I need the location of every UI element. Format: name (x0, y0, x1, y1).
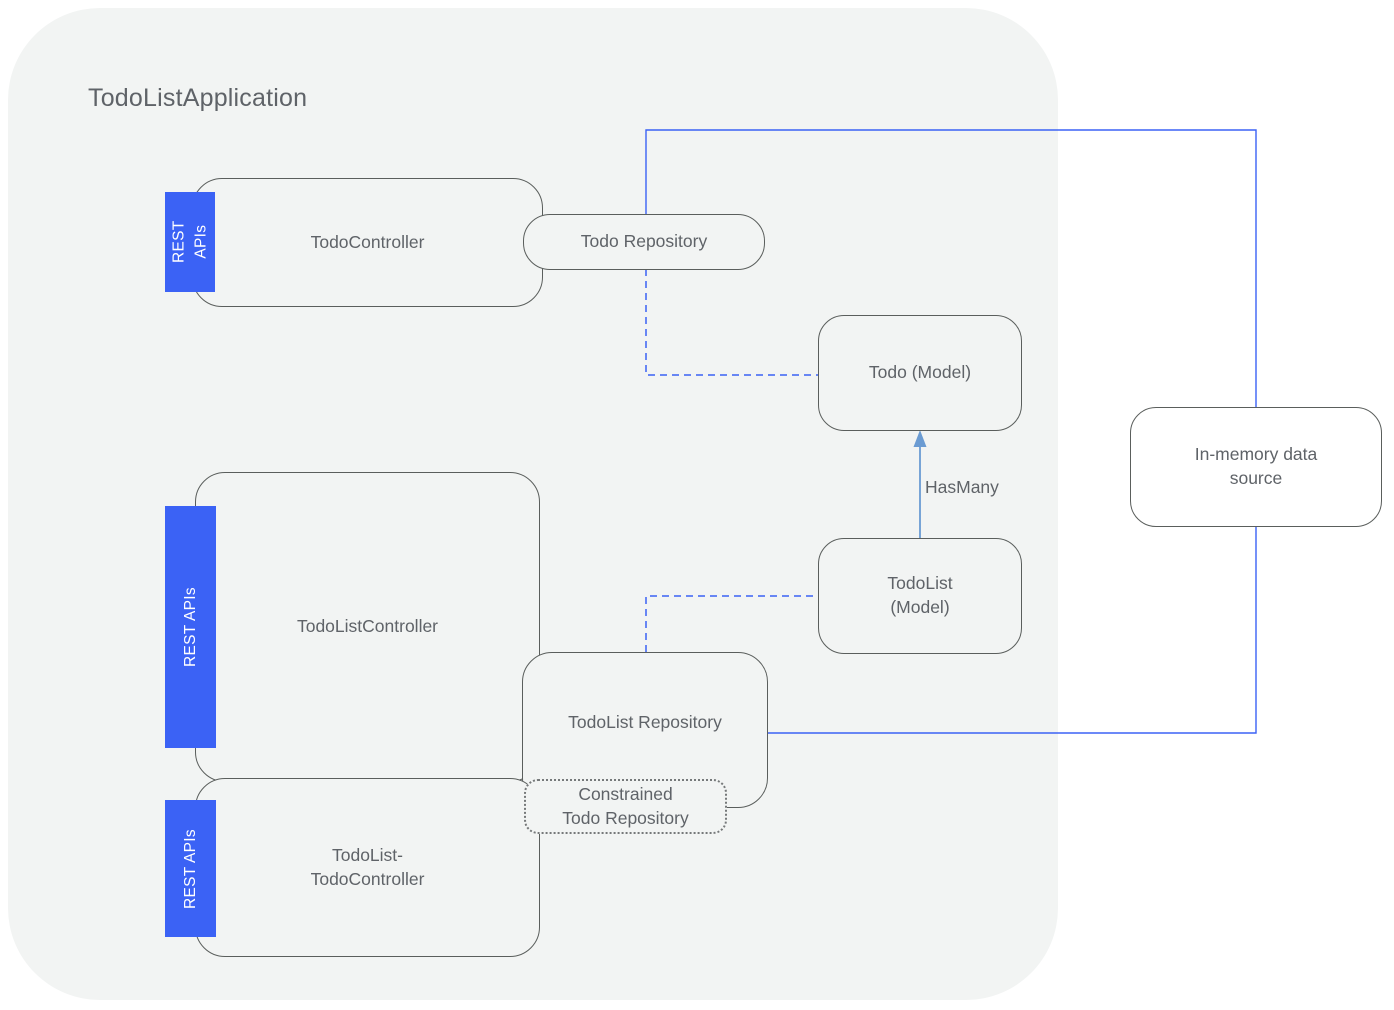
node-todolist-repository-label: TodoList Repository (568, 712, 722, 732)
rest-api-badge-todo-controller: REST APIs (165, 192, 215, 292)
rest-api-badge-todolist-todo-controller: REST APIs (165, 800, 216, 937)
connector-todo-repository-to-todo-model (645, 269, 818, 376)
node-constrained-todo-repository-label: Constrained Todo Repository (562, 783, 689, 828)
connector-todo-repository-to-datasource (645, 129, 1257, 467)
node-in-memory-data-source-label: In-memory data source (1194, 444, 1318, 488)
hasmany-arrowhead-icon (913, 430, 927, 447)
node-constrained-todo-repository[interactable]: Constrained Todo Repository (524, 779, 727, 834)
node-todolist-controller[interactable]: TodoListController (195, 472, 540, 782)
connector-todolist-repository-to-datasource (765, 467, 1257, 734)
node-todo-repository-label: Todo Repository (580, 231, 708, 252)
node-todo-model-label: Todo (Model) (868, 362, 972, 383)
node-todolist-todo-controller-label: TodoList- TodoController (310, 844, 425, 889)
rest-api-badge-label: REST APIs (181, 587, 199, 667)
node-in-memory-data-source[interactable]: In-memory data source (1130, 407, 1382, 527)
rest-api-badge-todolist-controller: REST APIs (165, 506, 216, 748)
connector-todolist-repository-to-todolist-model (645, 595, 818, 652)
node-todo-model[interactable]: Todo (Model) (818, 315, 1022, 431)
node-todolist-model[interactable]: TodoList (Model) (818, 538, 1022, 654)
node-todolist-todo-controller[interactable]: TodoList- TodoController (195, 778, 540, 957)
node-todo-repository[interactable]: Todo Repository (523, 214, 765, 270)
node-todolist-controller-label: TodoListController (296, 616, 439, 637)
node-todo-controller[interactable]: TodoController (192, 178, 543, 307)
hasmany-relation-label: HasMany (925, 477, 999, 497)
application-title: TodoListApplication (88, 84, 308, 112)
rest-api-badge-label: REST APIs (170, 220, 209, 264)
node-todolist-model-label: TodoList (Model) (887, 573, 953, 617)
node-todo-controller-label: TodoController (310, 231, 425, 252)
rest-api-badge-label: REST APIs (181, 828, 199, 909)
